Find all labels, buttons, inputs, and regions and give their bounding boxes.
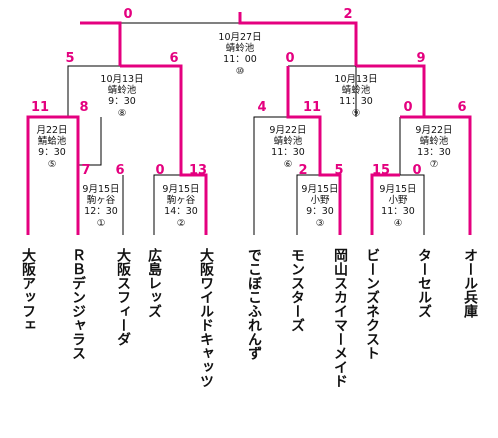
match-info-m6: 9月22日 蜻蛉池 11：30 ⑥	[269, 125, 306, 170]
match-date: 10月27日	[218, 32, 261, 43]
score-m7-right: 6	[457, 100, 466, 115]
match-number: ④	[394, 218, 403, 229]
winner-line	[238, 12, 358, 66]
winner-line	[26, 115, 68, 235]
match-date: 10月13日	[100, 74, 143, 85]
match-date: 9月22日	[269, 125, 306, 136]
team-name: ターセルズ	[416, 248, 432, 318]
match-date: 月22日	[36, 125, 67, 136]
team-name: オール兵庫	[462, 248, 478, 319]
bracket-line	[296, 174, 320, 235]
match-date: 9月15日	[301, 184, 338, 195]
match-venue: 駒ヶ谷	[167, 194, 196, 206]
team-name: 大阪ワイルドキャッツ	[198, 247, 214, 388]
score-m6-left: 4	[257, 100, 266, 115]
score-m5-left: 11	[31, 100, 49, 115]
score-m3-left: 2	[298, 163, 307, 178]
score-m9-right: 9	[416, 51, 425, 66]
match-info-m3: 9月15日 小野 9：30 ③	[301, 184, 338, 229]
score-m9-left: 0	[285, 51, 294, 66]
winner-line	[370, 173, 400, 235]
bracket-line	[153, 174, 181, 235]
match-time: 9：30	[306, 206, 334, 217]
match-venue: 鯖蛤池	[38, 135, 67, 147]
match-number: ①	[97, 218, 106, 229]
match-time: 11：30	[339, 96, 373, 107]
winner-line	[68, 115, 80, 235]
match-number: ⑨	[352, 108, 361, 119]
team-name: 広島レッズ	[146, 247, 162, 318]
team-name: モンスターズ	[289, 248, 305, 332]
match-info-m1: 9月15日 駒ヶ谷 12：30 ①	[82, 184, 119, 229]
match-date: 9月22日	[415, 125, 452, 136]
score-m4-right: 0	[412, 163, 421, 178]
score-m2-right: 13	[189, 163, 207, 178]
bracket-line	[253, 116, 288, 235]
score-m1-right: 6	[115, 163, 124, 178]
bracket-line	[78, 117, 102, 166]
score-m6-right: 11	[303, 100, 321, 115]
bracket-line	[67, 65, 120, 117]
winner-lines	[26, 12, 472, 235]
match-date: 9月15日	[379, 184, 416, 195]
match-time: 14：30	[164, 206, 198, 217]
team-name: ＲＢデンジャラス	[70, 248, 86, 360]
score-m8-right: 6	[169, 51, 178, 66]
team-name: 大阪アッフェ	[20, 247, 36, 332]
match-info-m7: 9月22日 蜻蛉池 13：30 ⑦	[415, 125, 452, 170]
match-number: ⑤	[48, 159, 57, 170]
match-time: 11：30	[381, 206, 415, 217]
match-time: 9：30	[38, 147, 66, 158]
team-name: 岡山スカイマーメイド	[332, 248, 348, 388]
scores: 0 2 5 6 0 9 11 8 4 11 0 6 7 6 0 13 2 5 1…	[31, 7, 467, 178]
team-names: 大阪アッフェ ＲＢデンジャラス 大阪スフィーダ 広島レッズ 大阪ワイルドキャッツ…	[20, 247, 478, 388]
match-number: ⑦	[430, 159, 439, 170]
match-date: 9月15日	[82, 184, 119, 195]
match-venue: 駒ヶ谷	[87, 194, 116, 206]
score-m4-left: 15	[372, 163, 390, 178]
team-name: ビーンズネクスト	[364, 248, 380, 360]
match-number: ⑩	[236, 66, 245, 77]
match-info-m2: 9月15日 駒ヶ谷 14：30 ②	[162, 184, 199, 229]
match-venue: 蜻蛉池	[420, 135, 449, 147]
match-venue: 蜻蛉池	[274, 135, 303, 147]
match-info-m5: 月22日 鯖蛤池 9：30 ⑤	[36, 125, 67, 170]
team-name: 大阪スフィーダ	[115, 247, 131, 346]
match-number: ③	[316, 218, 325, 229]
score-m8-left: 5	[65, 51, 74, 66]
team-name: でこぼこふれんず	[246, 248, 262, 360]
match-time: 12：30	[84, 206, 118, 217]
winner-line	[80, 21, 122, 66]
score-final-right: 2	[343, 7, 352, 22]
match-venue: 小野	[310, 195, 330, 206]
score-m5-right: 8	[79, 100, 88, 115]
score-final-left: 0	[123, 7, 132, 22]
winner-line	[120, 64, 208, 235]
match-info-final: 10月27日 蜻蛉池 11：00 ⑩	[218, 32, 261, 77]
score-m7-left: 0	[403, 100, 412, 115]
match-info-m9: 10月13日 蜻蛉池 11：30 ⑨	[334, 74, 377, 119]
match-date: 10月13日	[334, 74, 377, 85]
match-number: ⑥	[284, 159, 293, 170]
match-venue: 蜻蛉池	[108, 84, 137, 96]
score-m3-right: 5	[334, 163, 343, 178]
match-venue: 蜻蛉池	[226, 42, 255, 54]
match-number: ⑧	[118, 108, 127, 119]
match-time: 11：30	[271, 147, 305, 158]
winner-line	[286, 66, 342, 235]
winner-line	[356, 64, 426, 117]
bracket-line	[119, 22, 240, 66]
match-venue: 小野	[388, 195, 408, 206]
match-info-m4: 9月15日 小野 11：30 ④	[379, 184, 416, 229]
score-m1-left: 7	[81, 163, 90, 178]
match-time: 13：30	[417, 147, 451, 158]
match-venue: 蜻蛉池	[342, 84, 371, 96]
score-m2-left: 0	[155, 163, 164, 178]
match-date: 9月15日	[162, 184, 199, 195]
match-info-m8: 10月13日 蜻蛉池 9：30 ⑧	[100, 74, 143, 119]
match-time: 9：30	[108, 96, 136, 107]
match-number: ②	[177, 218, 186, 229]
match-time: 11：00	[223, 54, 257, 65]
